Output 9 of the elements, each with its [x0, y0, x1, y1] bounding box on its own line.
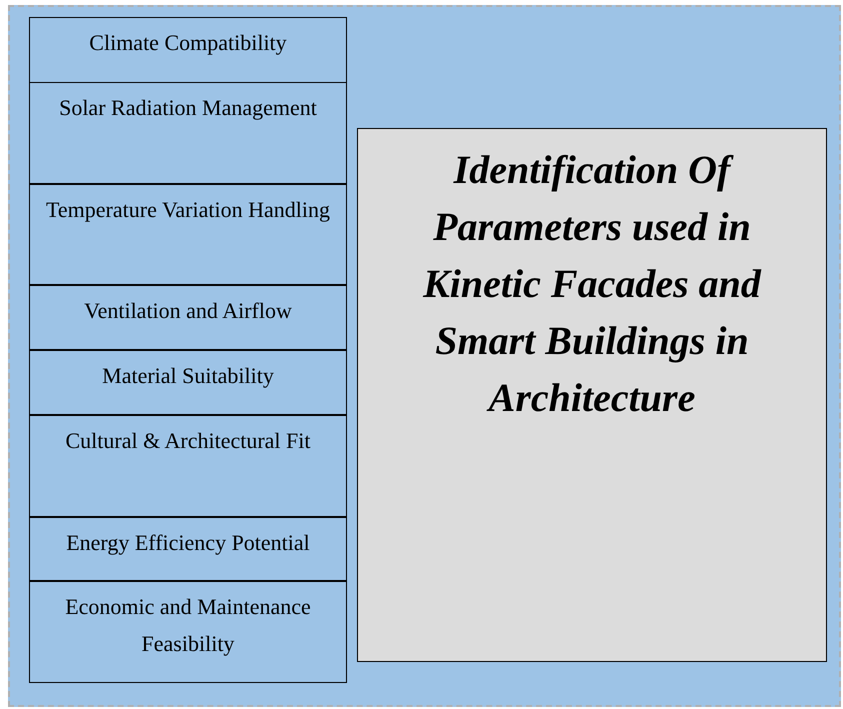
parameter-box: Temperature Variation Handling: [29, 184, 347, 285]
parameter-box: Ventilation and Airflow: [29, 285, 347, 350]
parameter-box: Economic and Maintenance Feasibility: [29, 581, 347, 683]
parameter-box: Material Suitability: [29, 350, 347, 415]
title-box: Identification Of Parameters used in Kinetic Facades and Smart Buildings in Architecture: [357, 128, 827, 662]
parameter-box: Cultural & Architectural Fit: [29, 415, 347, 517]
parameter-box: Solar Radiation Management: [29, 82, 347, 184]
parameter-box: Energy Efficiency Potential: [29, 517, 347, 581]
parameter-box: Climate Compatibility: [29, 17, 347, 83]
